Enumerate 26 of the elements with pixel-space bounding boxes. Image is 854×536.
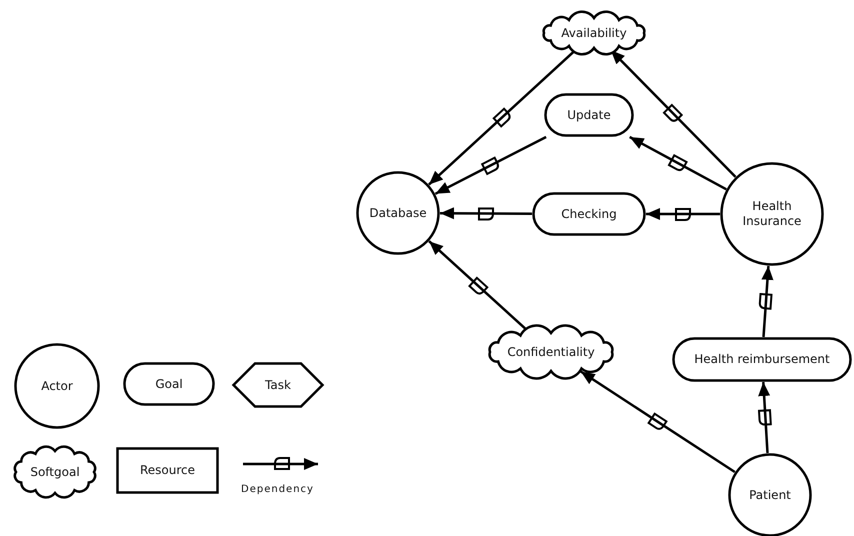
actor-circle	[356, 171, 440, 255]
node-label: Patient	[748, 488, 792, 502]
node-label: Confidentiality	[507, 344, 595, 360]
legend-label: Task	[265, 378, 291, 392]
node-label: Health Insurance	[742, 199, 802, 229]
node-label: Health reimbursement	[694, 352, 830, 367]
legend-label: Dependency	[241, 483, 314, 497]
node-label: Database	[368, 206, 428, 220]
node-label: Update	[567, 108, 611, 122]
dependency-arrow	[644, 208, 722, 221]
goal-shape	[672, 337, 852, 382]
dependency-arrow	[438, 208, 534, 220]
dependency-arrow	[434, 136, 547, 195]
dependency-arrow	[629, 136, 727, 190]
dependency-arrow	[758, 380, 772, 454]
legend-label: Resource	[140, 463, 196, 478]
legend-label: Softgoal	[30, 464, 80, 480]
legend-label: Goal	[155, 376, 183, 392]
actor-circle	[720, 162, 824, 266]
node-label: Availability	[561, 26, 627, 40]
goal-shape	[544, 93, 634, 137]
dependency-arrow	[580, 370, 736, 474]
node-label: Checking	[561, 206, 617, 222]
legend-label: Actor	[41, 378, 73, 394]
goal-shape	[532, 192, 646, 236]
dependency-arrow	[758, 266, 774, 338]
